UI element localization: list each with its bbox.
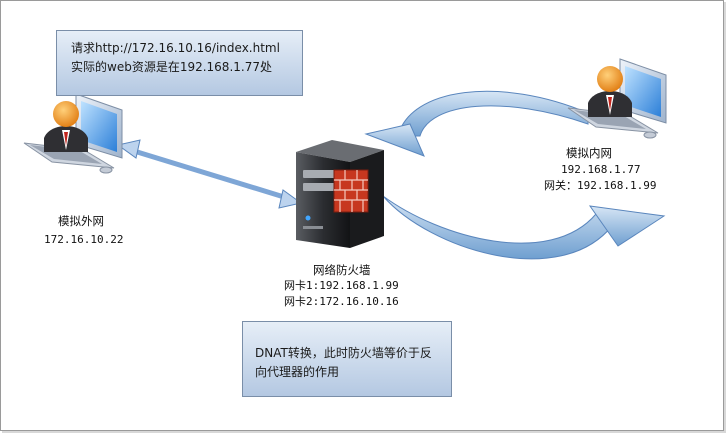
firewall-nic1-label: 网卡1:192.168.1.99 xyxy=(284,279,399,292)
firewall-server-icon xyxy=(296,140,384,248)
dnat-callout: DNAT转换，此时防火墙等价于反 向代理器的作用 xyxy=(242,321,452,397)
brick-wall-icon xyxy=(333,169,369,213)
lower-curved-arrow xyxy=(382,195,666,260)
upper-curved-arrow xyxy=(364,90,589,157)
firewall-nic2-label: 网卡2:172.16.10.16 xyxy=(284,295,399,308)
external-network-label: 模拟外网 xyxy=(58,214,104,228)
dnat-line-2: 向代理器的作用 xyxy=(255,365,340,379)
request-line-2: 实际的web资源是在192.168.1.77处 xyxy=(71,60,272,74)
external-ip-label: 172.16.10.22 xyxy=(44,233,124,246)
bidirectional-link-arrow xyxy=(116,139,303,209)
internal-workstation-icon xyxy=(567,58,667,139)
internal-gateway-label: 网关：192.168.1.99 xyxy=(544,179,657,192)
internal-network-label: 模拟内网 xyxy=(566,146,612,160)
user-workstation-icon xyxy=(23,93,123,174)
internal-ip-label: 192.168.1.77 xyxy=(561,163,641,176)
dnat-line-1: DNAT转换，此时防火墙等价于反 xyxy=(255,346,432,360)
request-callout: 请求http://172.16.10.16/index.html 实际的web资… xyxy=(56,30,303,96)
request-line-1: 请求http://172.16.10.16/index.html xyxy=(71,41,280,55)
firewall-name-label: 网络防火墙 xyxy=(313,263,371,277)
